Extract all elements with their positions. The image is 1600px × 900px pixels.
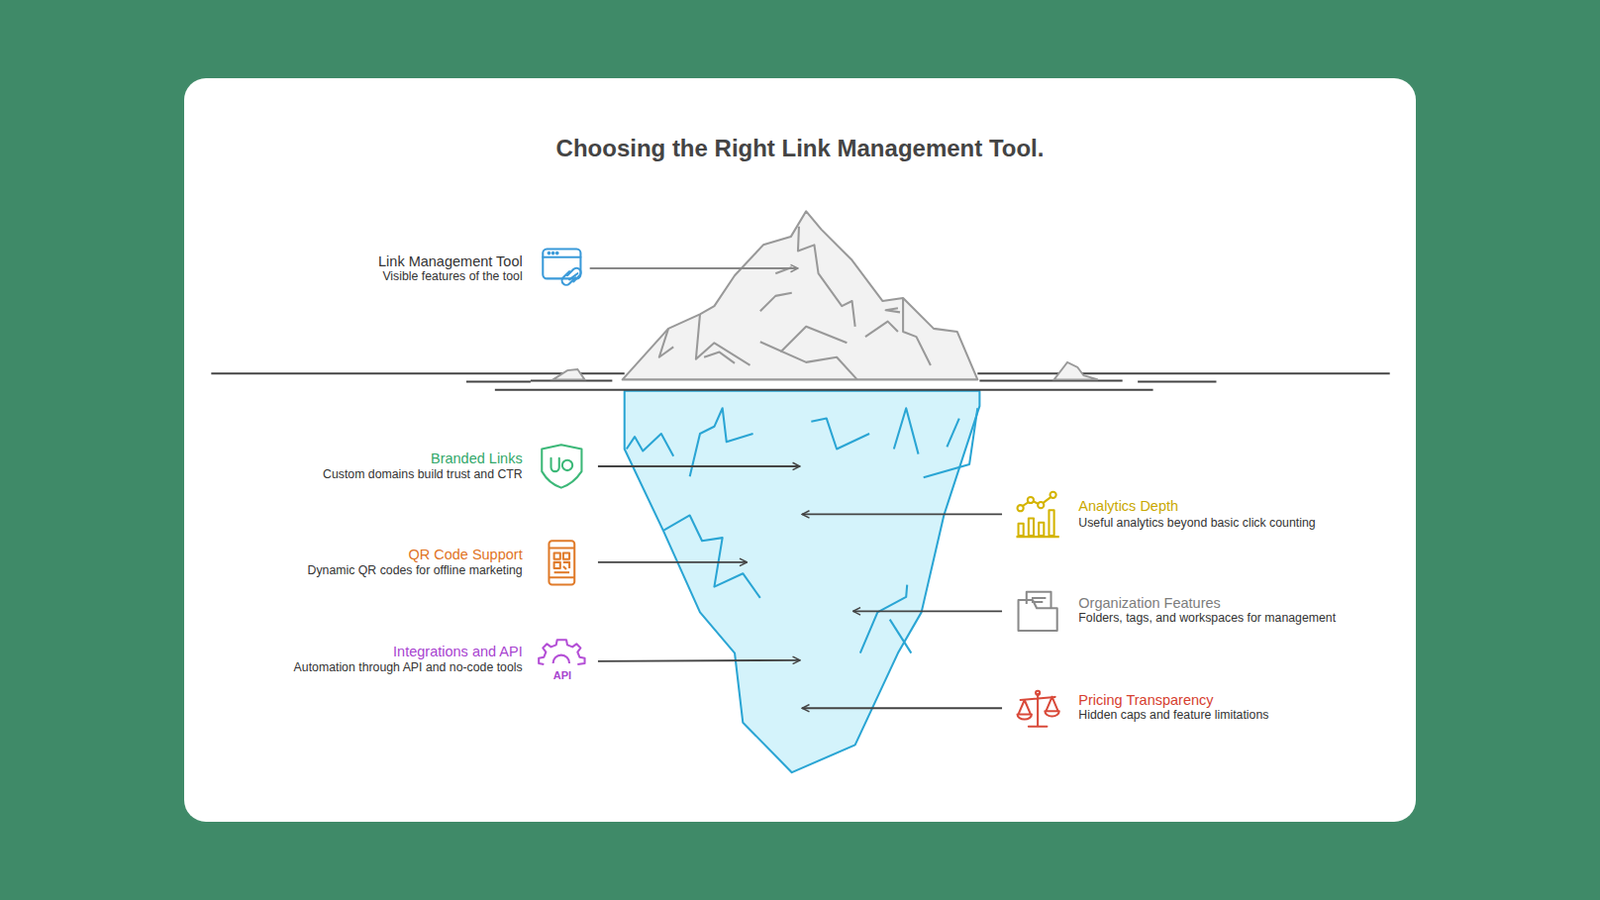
feature-description: Hidden caps and feature limitations [1078,707,1269,722]
icon-label: API [553,669,572,683]
feature-heading: Link Management Tool [378,253,523,271]
feature-description: Visible features of the tool [382,269,522,284]
diagram-title: Choosing the Right Link Management Tool. [0,134,1600,163]
feature-description: Folders, tags, and workspaces for manage… [1078,610,1336,625]
feature-description: Dynamic QR codes for offline marketing [307,563,523,578]
feature-heading: Integrations and API [393,643,523,661]
feature-description: Custom domains build trust and CTR [322,467,523,482]
feature-heading: Branded Links [430,450,523,468]
feature-description: Automation through API and no-code tools [294,660,523,675]
feature-heading: Pricing Transparency [1078,692,1213,709]
feature-description: Useful analytics beyond basic click coun… [1078,515,1315,530]
feature-heading: Analytics Depth [1078,498,1179,515]
feature-heading: QR Code Support [407,546,522,564]
feature-heading: Organization Features [1078,595,1220,612]
